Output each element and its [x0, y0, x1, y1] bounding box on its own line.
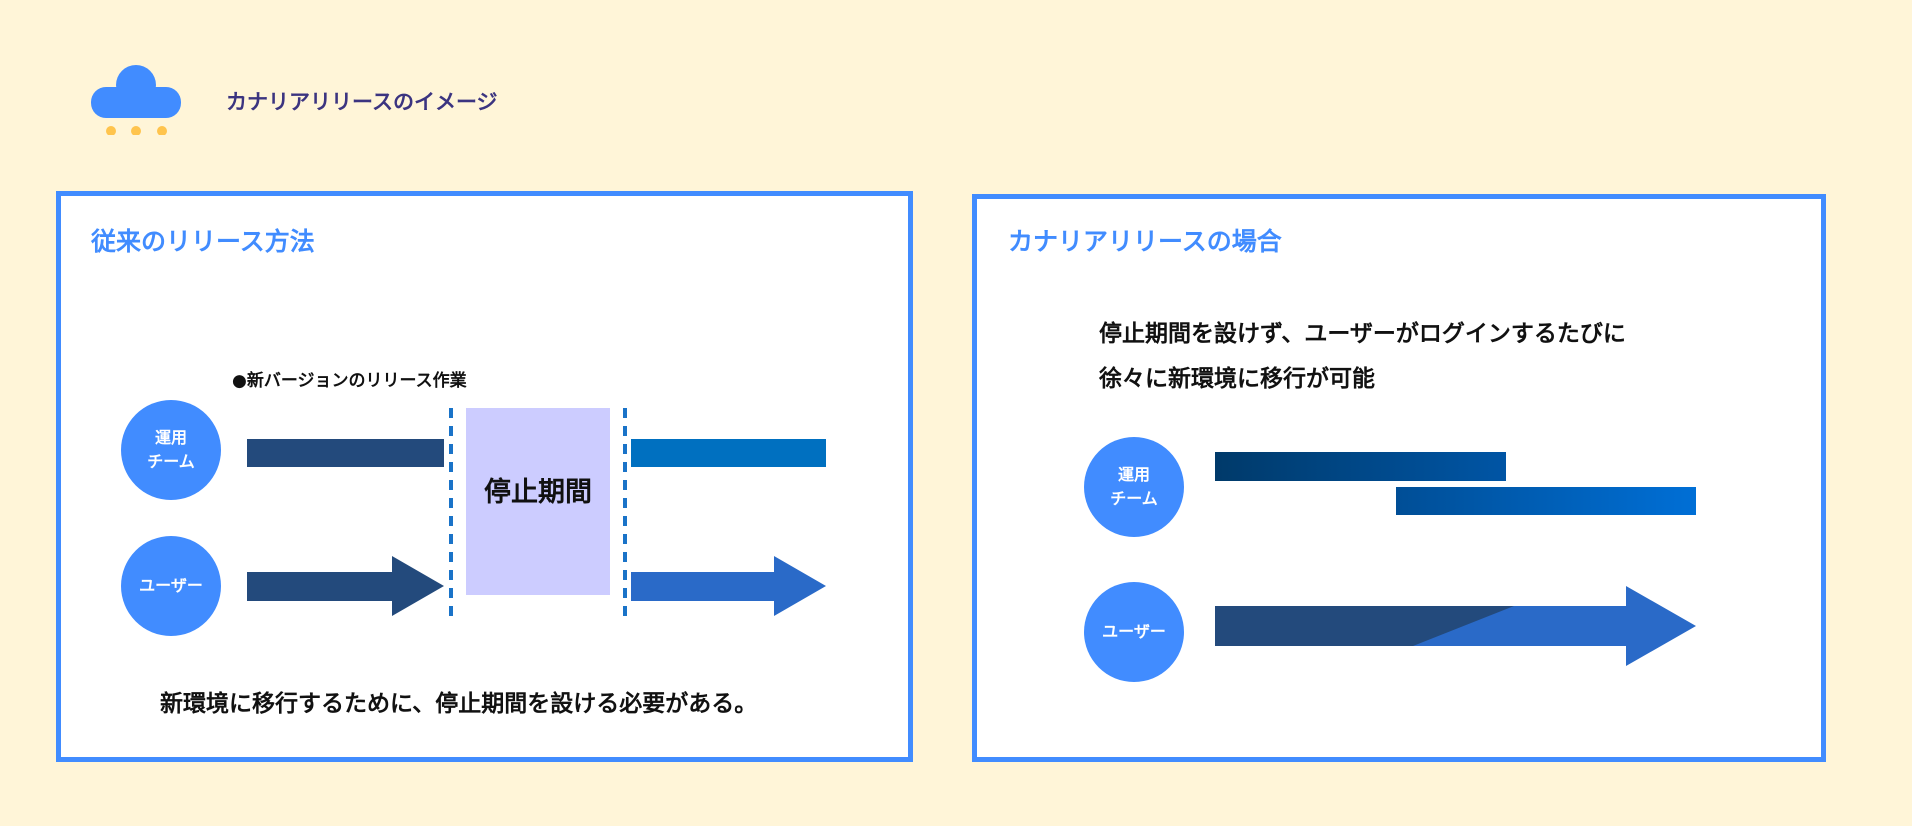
- traditional-release-title: 従来のリリース方法: [91, 227, 315, 256]
- ops-team-circle: 運用 チーム: [121, 400, 221, 500]
- canary-ops-bar-new: [1396, 487, 1696, 515]
- release-work-label: ●新バージョンのリリース作業: [232, 371, 467, 391]
- downtime-label: 停止期間: [484, 477, 592, 508]
- traditional-caption: 新環境に移行するために、停止期間を設ける必要がある。: [160, 691, 758, 717]
- page-title: カナリアリリースのイメージ: [226, 90, 498, 114]
- canary-ops-bar-old: [1215, 452, 1506, 481]
- canary-description-line1: 停止期間を設けず、ユーザーがログインするたびに: [1099, 321, 1626, 347]
- user-new-arrow: [631, 556, 826, 616]
- canary-release-title: カナリアリリースの場合: [1008, 227, 1282, 256]
- ops-new-bar: [631, 439, 826, 467]
- downtime-box: [466, 408, 610, 595]
- canary-ops-team-circle: 運用 チーム: [1084, 437, 1184, 537]
- user-circle: ユーザー: [121, 536, 221, 636]
- ops-old-bar: [247, 439, 444, 467]
- canary-user-circle: ユーザー: [1084, 582, 1184, 682]
- cloud-icon: [91, 63, 181, 135]
- user-old-arrow: [247, 556, 444, 616]
- canary-description-line2: 徐々に新環境に移行が可能: [1099, 366, 1375, 392]
- canary-user-arrow-old-portion: [1215, 606, 1514, 646]
